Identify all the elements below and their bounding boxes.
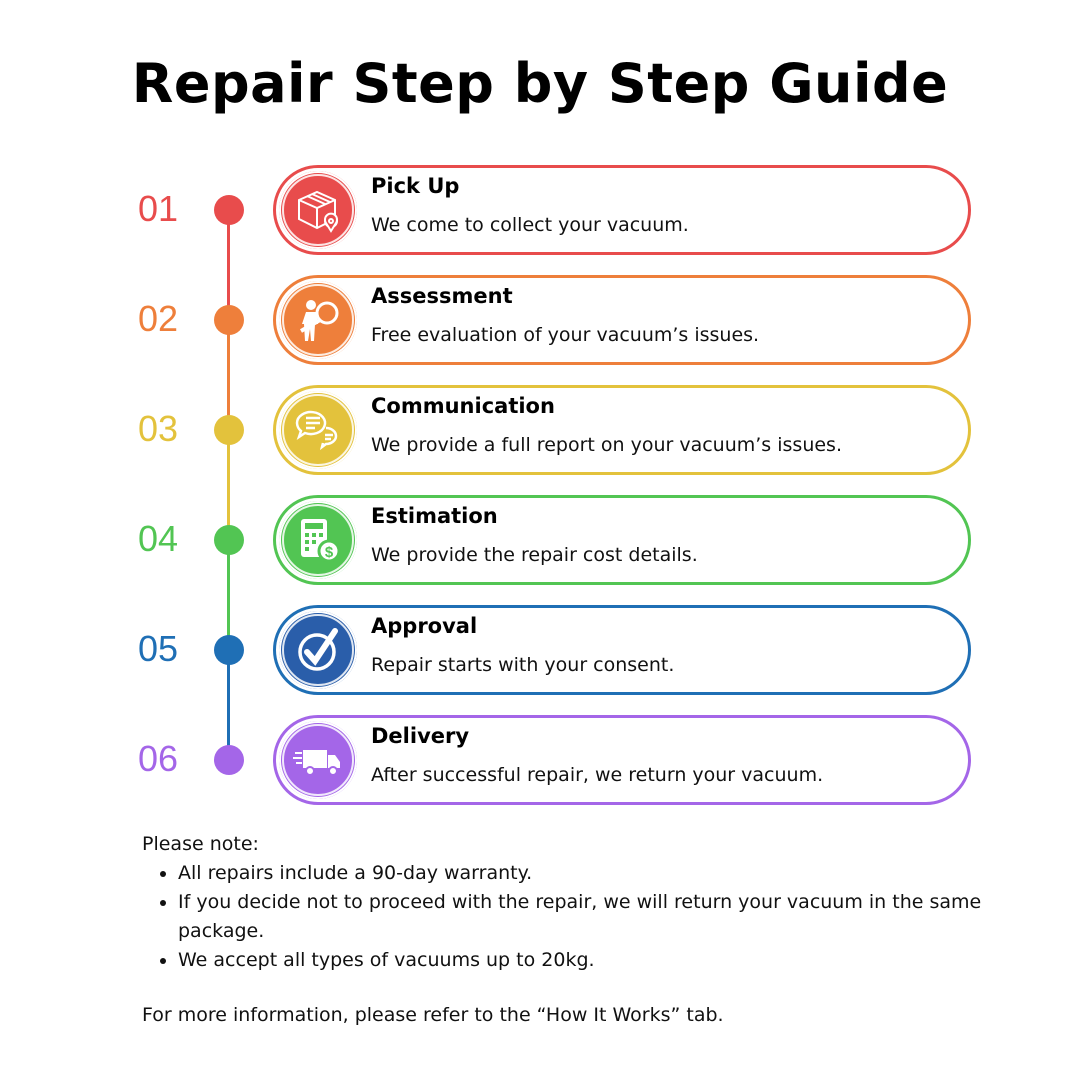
note-item: We accept all types of vacuums up to 20k… bbox=[178, 946, 998, 975]
step-title: Estimation bbox=[371, 504, 498, 528]
timeline-dot bbox=[214, 195, 244, 225]
timeline-dot bbox=[214, 635, 244, 665]
step-number: 01 bbox=[138, 188, 179, 229]
step-description: We provide a full report on your vacuum’… bbox=[371, 434, 842, 456]
timeline-dot bbox=[214, 745, 244, 775]
delivery-truck-icon bbox=[279, 721, 357, 799]
timeline-connector bbox=[227, 540, 230, 650]
note-item: All repairs include a 90-day warranty. bbox=[178, 859, 998, 888]
notes-heading: Please note: bbox=[142, 833, 259, 855]
step-card: Delivery After successful repair, we ret… bbox=[273, 715, 971, 805]
timeline-connector bbox=[227, 430, 230, 540]
calculator-dollar-icon: $ bbox=[279, 501, 357, 579]
timeline-connector bbox=[227, 210, 230, 320]
step-number: 05 bbox=[138, 628, 179, 669]
step-number: 03 bbox=[138, 408, 179, 449]
footer-text: For more information, please refer to th… bbox=[142, 1004, 724, 1026]
step-card: Assessment Free evaluation of your vacuu… bbox=[273, 275, 971, 365]
step-description: After successful repair, we return your … bbox=[371, 764, 824, 786]
step-title: Communication bbox=[371, 394, 555, 418]
step-number: 04 bbox=[138, 518, 179, 559]
timeline-dot bbox=[214, 305, 244, 335]
step-description: Free evaluation of your vacuum’s issues. bbox=[371, 324, 760, 346]
step-description: We come to collect your vacuum. bbox=[371, 214, 689, 236]
step-title: Assessment bbox=[371, 284, 513, 308]
page-title: Repair Step by Step Guide bbox=[131, 52, 949, 115]
svg-text:$: $ bbox=[325, 544, 334, 561]
step-title: Pick Up bbox=[371, 174, 460, 198]
package-location-icon bbox=[279, 171, 357, 249]
step-number: 02 bbox=[138, 298, 179, 339]
timeline-dot bbox=[214, 525, 244, 555]
magnifier-person-icon bbox=[279, 281, 357, 359]
chat-bubbles-icon bbox=[279, 391, 357, 469]
notes: Please note: All repairs include a 90-da… bbox=[142, 830, 998, 975]
step-number: 06 bbox=[138, 738, 179, 779]
step-title: Delivery bbox=[371, 724, 470, 748]
step-card: Communication We provide a full report o… bbox=[273, 385, 971, 475]
step-title: Approval bbox=[371, 614, 478, 638]
step-card: Approval Repair starts with your consent… bbox=[273, 605, 971, 695]
timeline-connector bbox=[227, 320, 230, 430]
timeline-connector bbox=[227, 650, 230, 760]
note-item: If you decide not to proceed with the re… bbox=[178, 888, 998, 946]
check-circle-icon bbox=[279, 611, 357, 689]
step-description: We provide the repair cost details. bbox=[371, 544, 698, 566]
notes-list: All repairs include a 90-day warranty. I… bbox=[142, 859, 998, 975]
step-card: $ Estimation We provide the repair cost … bbox=[273, 495, 971, 585]
step-description: Repair starts with your consent. bbox=[371, 654, 675, 676]
timeline-dot bbox=[214, 415, 244, 445]
step-card: Pick Up We come to collect your vacuum. bbox=[273, 165, 971, 255]
